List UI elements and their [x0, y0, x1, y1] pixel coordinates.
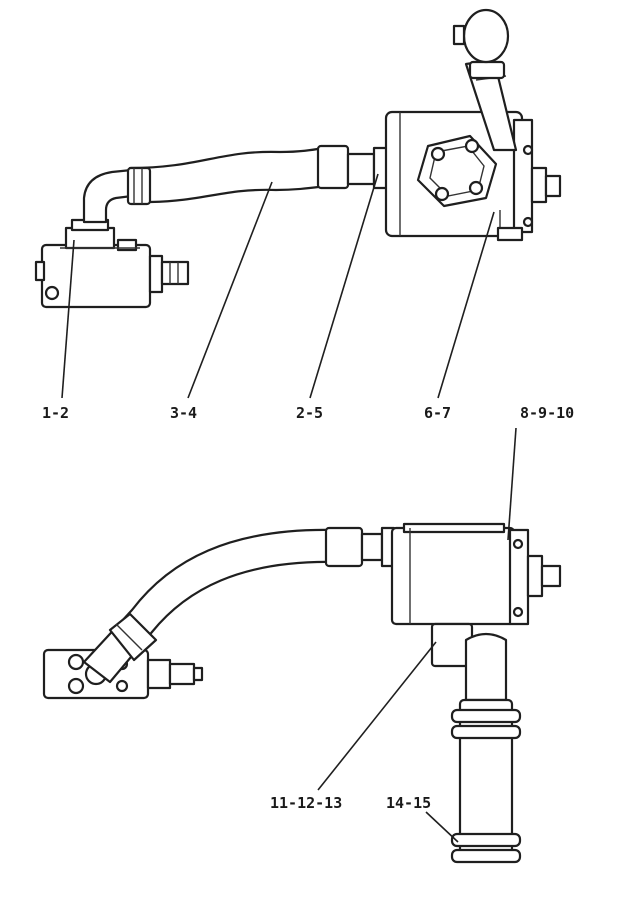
top-pump-body: [384, 110, 562, 242]
label-8-9-10: 8-9-10: [520, 404, 574, 422]
bottom-view: 11-12-13 14-15: [42, 427, 562, 864]
bottom-pump-body: [390, 522, 562, 626]
label-11-12-13: 11-12-13: [270, 794, 342, 812]
leader-14-15: [425, 811, 459, 843]
label-14-15: 14-15: [386, 794, 431, 812]
label-1-2: 1-2: [42, 404, 69, 422]
label-3-4: 3-4: [170, 404, 197, 422]
bottom-leader-lines: [317, 427, 517, 843]
leader-2-5: [309, 173, 379, 399]
bottom-outlet-pipe: [430, 622, 522, 864]
top-elbow-fitting: [82, 168, 134, 224]
top-valve-block: [34, 218, 190, 309]
bottom-hose: [82, 526, 396, 684]
top-outlet-pipe: [452, 8, 518, 152]
leader-11-12-13: [317, 641, 437, 791]
top-leader-lines: [61, 173, 495, 399]
top-view: 1-2 3-4 2-5 6-7 8-9-10: [34, 8, 574, 422]
label-6-7: 6-7: [424, 404, 451, 422]
leader-6-7: [437, 211, 495, 399]
leader-8-9-10: [507, 427, 517, 541]
leader-3-4: [187, 181, 273, 399]
label-2-5: 2-5: [296, 404, 323, 422]
top-hose: [126, 144, 390, 206]
leader-1-2: [61, 239, 75, 399]
